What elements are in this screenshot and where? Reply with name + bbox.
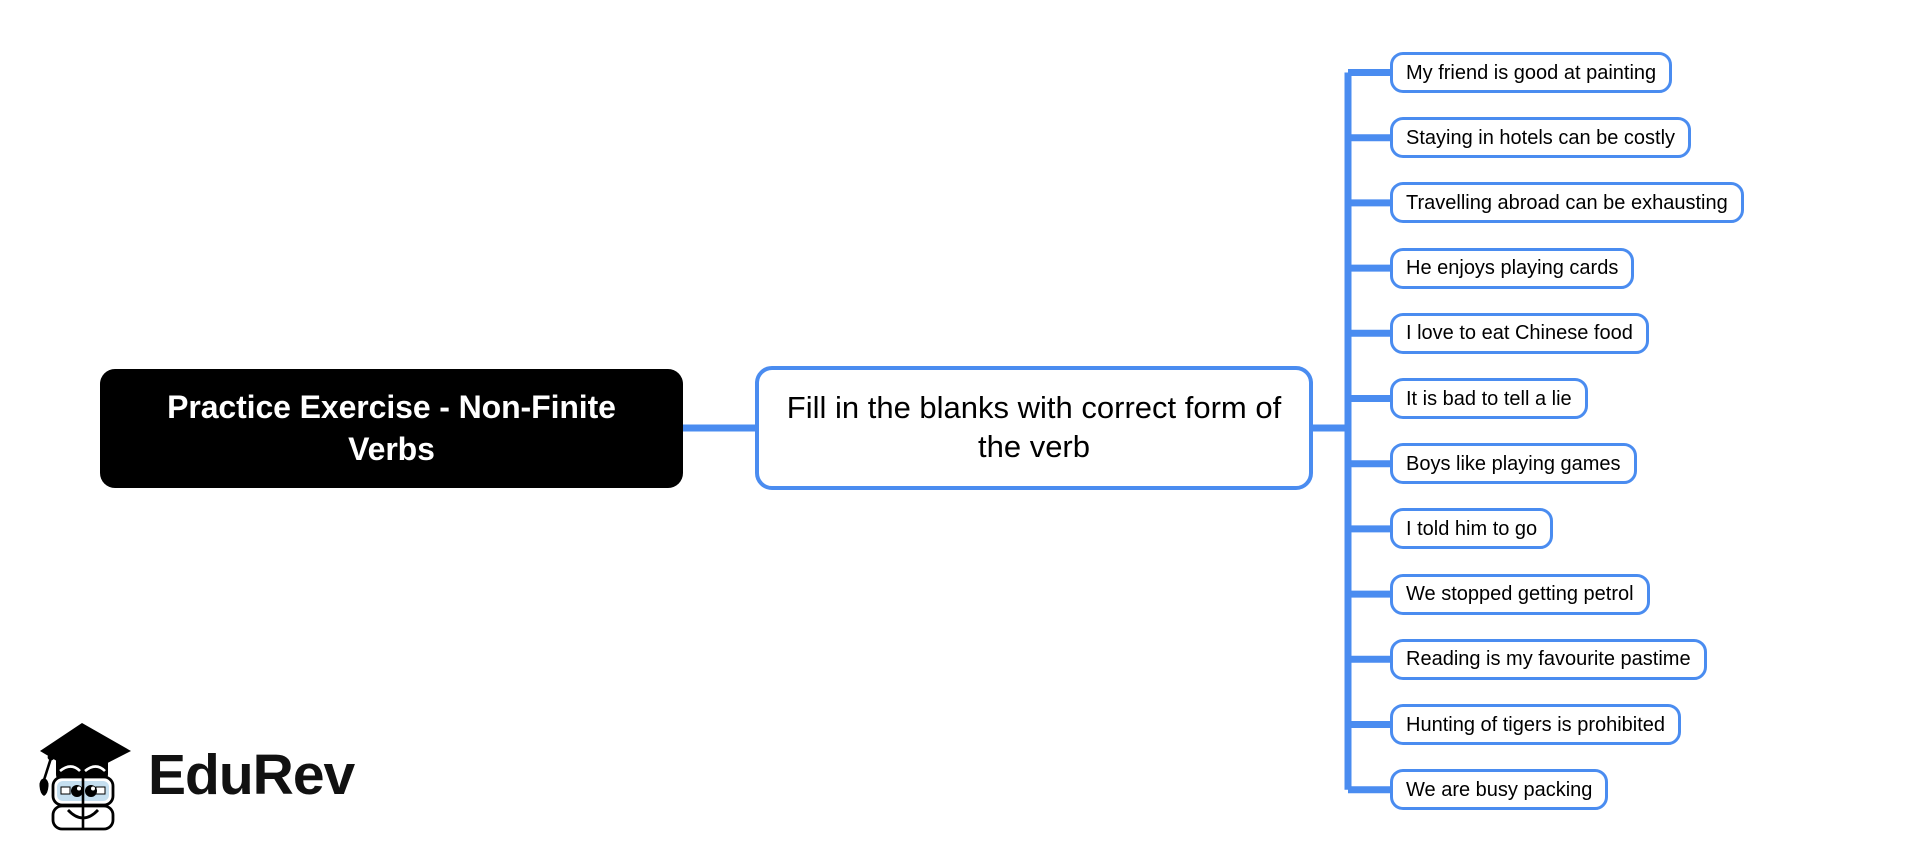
edurev-wordmark: EduRev bbox=[148, 742, 355, 807]
leaf-node-label: Staying in hotels can be costly bbox=[1406, 126, 1676, 149]
leaf-node-label: My friend is good at painting bbox=[1406, 61, 1657, 84]
leaf-node[interactable]: I love to eat Chinese food bbox=[1390, 312, 1649, 354]
leaf-node-label: I love to eat Chinese food bbox=[1406, 322, 1633, 345]
leaf-node[interactable]: We are busy packing bbox=[1390, 769, 1609, 811]
leaf-node-label: We stopped getting petrol bbox=[1406, 583, 1634, 606]
leaf-node-label: Reading is my favourite pastime bbox=[1406, 648, 1691, 671]
leaf-node[interactable]: Hunting of tigers is prohibited bbox=[1390, 704, 1682, 745]
leaf-node[interactable]: He enjoys playing cards bbox=[1390, 247, 1635, 289]
leaf-node[interactable]: Staying in hotels can be costly bbox=[1390, 117, 1692, 159]
leaf-node[interactable]: It is bad to tell a lie bbox=[1390, 378, 1588, 419]
leaf-node[interactable]: Boys like playing games bbox=[1390, 443, 1637, 485]
branch-node[interactable]: Fill in the blanks with correct form of … bbox=[755, 366, 1313, 490]
leaf-node-label: Travelling abroad can be exhausting bbox=[1406, 191, 1728, 214]
leaf-node[interactable]: My friend is good at painting bbox=[1390, 52, 1673, 93]
root-node-label: Practice Exercise - Non-Finite Verbs bbox=[167, 388, 616, 467]
edurev-logo: EduRev bbox=[30, 716, 360, 834]
leaf-node-label: I told him to go bbox=[1406, 517, 1538, 540]
leaf-node-label: He enjoys playing cards bbox=[1406, 257, 1619, 280]
leaf-node-label: It is bad to tell a lie bbox=[1406, 387, 1572, 410]
leaf-node[interactable]: Reading is my favourite pastime bbox=[1390, 638, 1707, 680]
leaf-node-label: Hunting of tigers is prohibited bbox=[1406, 713, 1666, 736]
branch-node-label: Fill in the blanks with correct form of … bbox=[786, 390, 1282, 464]
leaf-node-label: Boys like playing games bbox=[1406, 452, 1621, 475]
leaf-node[interactable]: Travelling abroad can be exhausting bbox=[1390, 182, 1744, 224]
leaf-node[interactable]: We stopped getting petrol bbox=[1390, 573, 1650, 615]
leaf-node-label: We are busy packing bbox=[1406, 778, 1593, 801]
root-node[interactable]: Practice Exercise - Non-Finite Verbs bbox=[100, 369, 683, 488]
graduation-cap-book-mascot-icon bbox=[39, 723, 131, 831]
leaf-node[interactable]: I told him to go bbox=[1390, 508, 1554, 550]
